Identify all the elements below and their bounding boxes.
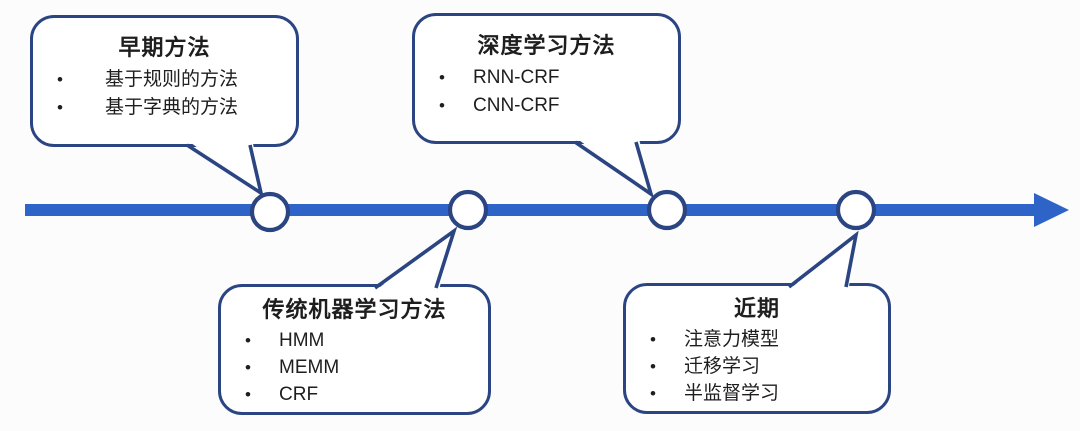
callout-traditional-ml-methods: 传统机器学习方法 • HMM • MEMM • CRF [218,284,491,415]
callout-tail-outline [186,143,264,197]
timeline-node-3 [646,189,688,231]
list-item-label: 基于字典的方法 [105,97,239,118]
callout-tail-outline [787,230,859,289]
list-item-label: 半监督学习 [684,383,780,404]
list-item: • 半监督学习 [650,380,888,407]
callout-item-list: • 基于规则的方法 • 基于字典的方法 [33,66,296,122]
callout-tail-outline [573,140,655,199]
list-item: • 基于规则的方法 [57,66,296,94]
timeline-arrowhead-icon [1034,193,1069,227]
callout-item-list: • RNN-CRF • CNN-CRF [415,64,678,120]
list-item-label: HMM [279,330,325,351]
list-item: • MEMM [245,354,488,381]
list-item-label: RNN-CRF [473,67,560,88]
list-item-label: MEMM [279,357,340,378]
list-item: • CRF [245,381,488,408]
callout-item-list: • HMM • MEMM • CRF [221,327,488,408]
bullet-icon: • [439,96,445,115]
bullet-icon: • [245,358,251,377]
timeline-node-2 [447,189,489,231]
list-item: • HMM [245,327,488,354]
callout-deep-learning-methods: 深度学习方法 • RNN-CRF • CNN-CRF [412,13,681,144]
callout-early-methods: 早期方法 • 基于规则的方法 • 基于字典的方法 [30,15,299,147]
list-item-label: 基于规则的方法 [105,69,239,90]
bullet-icon: • [439,68,445,87]
list-item: • 迁移学习 [650,353,888,380]
bullet-icon: • [245,385,251,404]
bullet-icon: • [650,330,656,349]
callout-tail-outline [373,226,458,290]
list-item-label: CRF [279,384,319,405]
list-item: • 基于字典的方法 [57,94,296,122]
callout-item-list: • 注意力模型 • 迁移学习 • 半监督学习 [626,326,888,407]
list-item-label: CNN-CRF [473,95,560,116]
bullet-icon: • [650,357,656,376]
callout-recent-methods: 近期 • 注意力模型 • 迁移学习 • 半监督学习 [623,283,891,414]
list-item: • CNN-CRF [439,92,678,120]
list-item: • 注意力模型 [650,326,888,353]
list-item: • RNN-CRF [439,64,678,92]
bullet-icon: • [650,384,656,403]
list-item-label: 注意力模型 [684,329,780,350]
timeline-node-4 [835,189,877,231]
bullet-icon: • [57,98,63,117]
callout-title: 深度学习方法 [477,33,616,58]
callout-title: 传统机器学习方法 [262,297,447,322]
bullet-icon: • [57,70,63,89]
timeline-node-1 [249,191,291,233]
bullet-icon: • [245,331,251,350]
list-item-label: 迁移学习 [684,356,761,377]
callout-title: 近期 [733,296,780,321]
callout-title: 早期方法 [118,35,211,60]
